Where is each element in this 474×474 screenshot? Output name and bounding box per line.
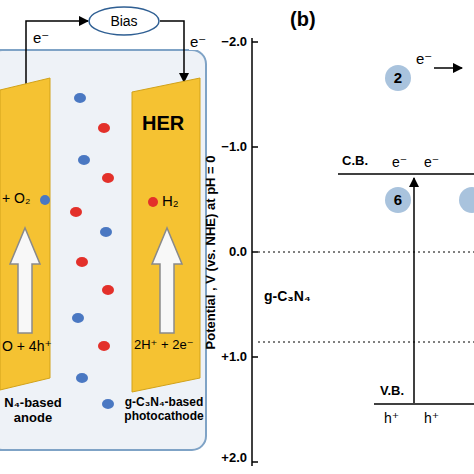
- tick-label: +2.0: [221, 451, 247, 466]
- step-circle-partial: [459, 187, 474, 213]
- band-edges: [338, 174, 474, 404]
- reaction-title: HER: [142, 112, 184, 135]
- electron-label: e⁻: [416, 50, 432, 67]
- step-number: 2: [394, 69, 402, 86]
- excitation-arrow: [413, 178, 415, 403]
- photocathode: HER H₂ 2H⁺ + 2e⁻ g-C₃N₄-based photocathode: [124, 78, 204, 440]
- reaction-text: O + 4h⁺: [2, 338, 52, 354]
- wire-connector: [160, 21, 184, 82]
- bias-source: Bias: [88, 6, 160, 36]
- step-number: 6: [394, 191, 402, 208]
- cell-container: [0, 50, 206, 450]
- reference-lines: [258, 252, 474, 342]
- tick-label: +1.0: [221, 350, 247, 365]
- tick-label: −1.0: [221, 140, 247, 155]
- tick-label: −2.0: [221, 35, 247, 50]
- band-label: V.B.: [380, 384, 404, 399]
- panel-label: (b): [290, 8, 316, 31]
- electrode-label: g-C₃N₄-based photocathode: [124, 396, 204, 424]
- band-label: C.B.: [342, 154, 368, 169]
- electron-label: e⁻: [424, 154, 439, 170]
- photoanode: + O₂O + 4h⁺N₄-based anode: [0, 78, 62, 440]
- product-text: H₂: [162, 192, 179, 209]
- electron-label: e⁻: [392, 154, 407, 170]
- step-circle: 2: [385, 65, 411, 91]
- tick-label: 0.0: [229, 245, 247, 260]
- electron-label: e⁻: [189, 33, 207, 50]
- hole-label: h⁺: [424, 410, 439, 426]
- material-label: g-C₃N₄: [264, 288, 311, 304]
- ions: [70, 93, 114, 409]
- electron-arrow: [434, 67, 462, 69]
- step-circle: 6: [385, 187, 411, 213]
- wire-connector: [26, 21, 88, 85]
- electron-label: e⁻: [32, 29, 50, 46]
- photoanode-shape: [0, 78, 62, 440]
- reaction-text: 2H⁺ + 2e⁻: [134, 338, 194, 353]
- bias-label: Bias: [110, 13, 137, 29]
- hole-label: h⁺: [384, 410, 399, 426]
- potential-axis: [252, 38, 258, 466]
- axis-title: Potential , V (vs. NHE) at pH = 0: [204, 155, 219, 349]
- reaction-text: + O₂: [2, 190, 30, 206]
- electrode-label: N₄-based anode: [0, 396, 66, 426]
